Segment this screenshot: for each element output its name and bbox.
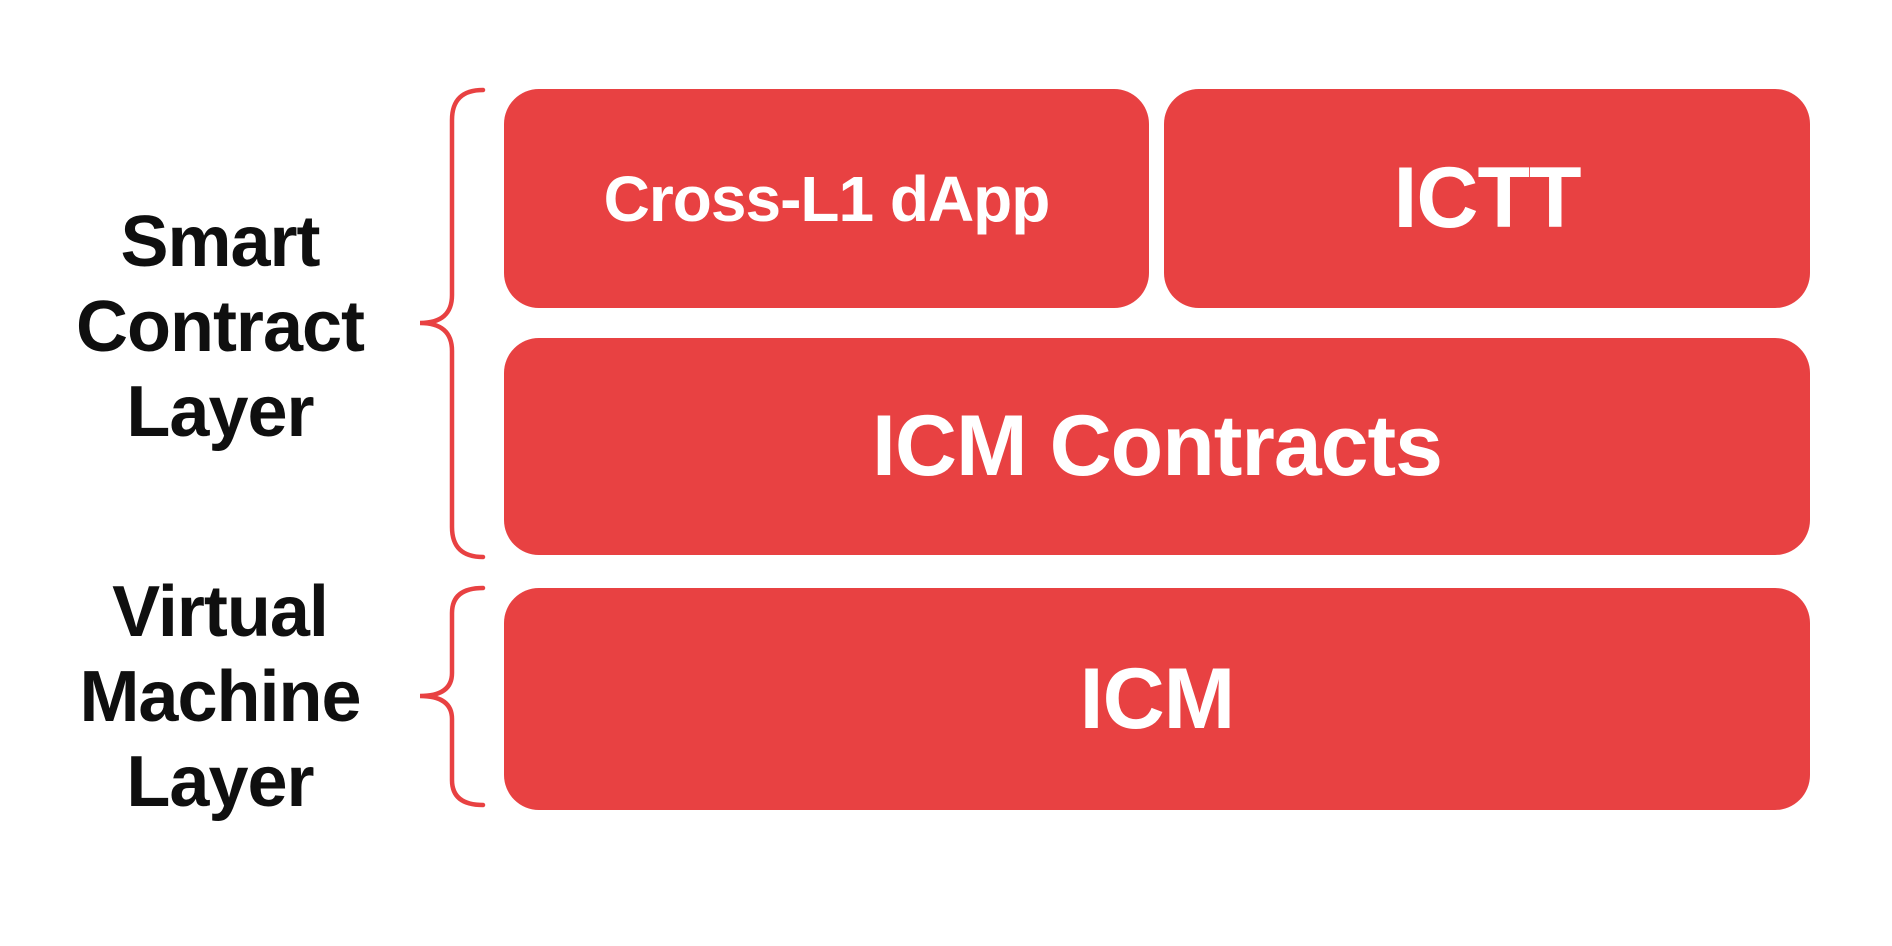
box-label: Cross-L1 dApp <box>603 162 1051 235</box>
label-line: Contract <box>75 287 365 367</box>
curly-brace-smart-contract-icon <box>419 87 486 560</box>
box-ictt: ICTT <box>1164 89 1810 308</box>
box-label: ICM Contracts <box>872 398 1443 494</box>
curly-brace-virtual-machine-icon <box>419 585 486 808</box>
box-icm: ICM <box>504 588 1810 810</box>
label-line: Layer <box>126 372 314 452</box>
label-line: Virtual <box>112 572 329 652</box>
label-virtual-machine-layer: Virtual Machine Layer <box>30 570 410 825</box>
label-line: Smart <box>120 202 320 282</box>
box-cross-l1-dapp: Cross-L1 dApp <box>504 89 1149 308</box>
box-label: ICTT <box>1393 150 1581 246</box>
box-icm-contracts: ICM Contracts <box>504 338 1810 555</box>
label-line: Machine <box>79 657 361 737</box>
box-label: ICM <box>1079 650 1236 747</box>
label-line: Layer <box>126 742 314 822</box>
label-smart-contract-layer: Smart Contract Layer <box>30 200 410 455</box>
